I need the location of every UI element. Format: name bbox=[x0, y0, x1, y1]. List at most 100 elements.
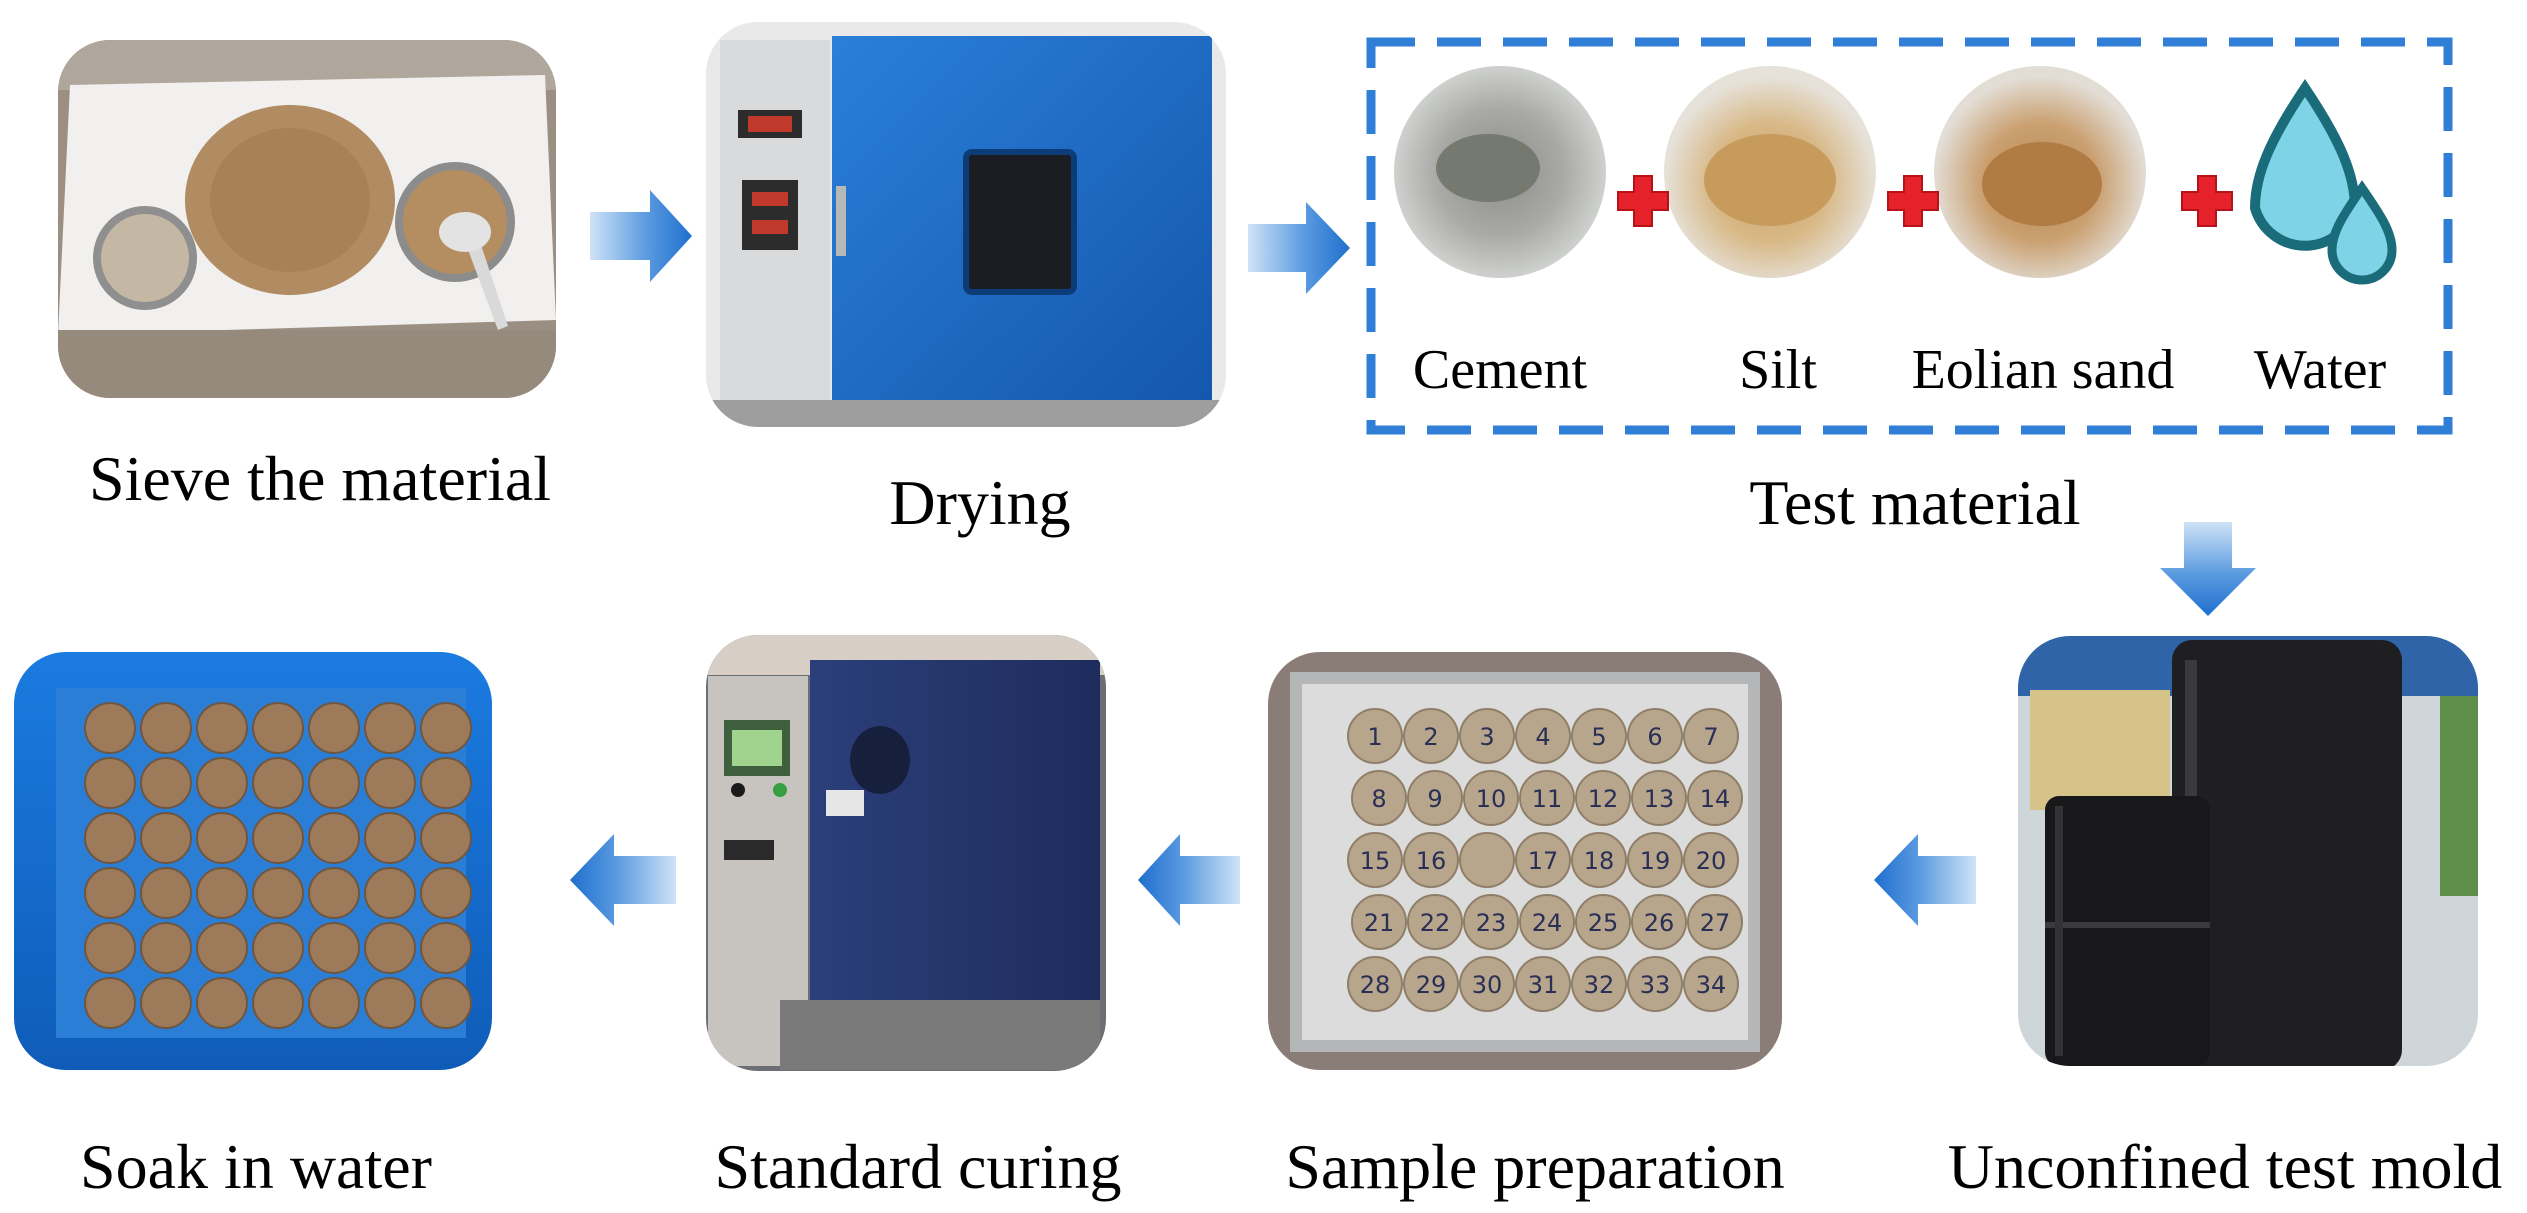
sample-number: 20 bbox=[1696, 847, 1727, 875]
soaked-sample-cylinder bbox=[308, 812, 360, 864]
soaked-sample-cylinder bbox=[364, 757, 416, 809]
sample-cylinder bbox=[1463, 894, 1519, 950]
material-label-water: Water bbox=[2254, 339, 2387, 401]
sample-number: 26 bbox=[1644, 909, 1675, 937]
sample-number: 22 bbox=[1420, 909, 1451, 937]
sample-cylinder bbox=[1631, 770, 1687, 826]
sample-cylinder bbox=[1571, 708, 1627, 764]
plus-icon bbox=[2181, 175, 2233, 227]
sample-cylinder bbox=[1463, 770, 1519, 826]
sample-cylinder bbox=[1351, 770, 1407, 826]
arrow-left-icon bbox=[1874, 834, 1976, 926]
soaked-sample-grid bbox=[84, 702, 472, 1029]
sample-cylinder bbox=[1683, 708, 1739, 764]
sample-cylinder bbox=[1683, 956, 1739, 1012]
drying-oven-photo bbox=[706, 22, 1226, 427]
soaked-sample-cylinder bbox=[196, 867, 248, 919]
soaked-sample-cylinder bbox=[140, 922, 192, 974]
sample-number: 30 bbox=[1472, 971, 1503, 999]
sample-number: 27 bbox=[1700, 909, 1731, 937]
sample-number: 1 bbox=[1367, 723, 1382, 751]
cement-photo bbox=[1394, 66, 1606, 278]
sample-number: 8 bbox=[1371, 785, 1386, 813]
soaked-sample-cylinder bbox=[196, 757, 248, 809]
soaked-sample-cylinder bbox=[308, 922, 360, 974]
soaked-sample-cylinder bbox=[308, 757, 360, 809]
sample-cylinder bbox=[1403, 956, 1459, 1012]
sample-number: 2 bbox=[1423, 723, 1438, 751]
sample-number: 31 bbox=[1528, 971, 1559, 999]
sample-number: 16 bbox=[1416, 847, 1447, 875]
soaked-sample-cylinder bbox=[140, 757, 192, 809]
soaked-sample-cylinder bbox=[196, 977, 248, 1029]
eolian-sand-photo bbox=[1934, 66, 2146, 278]
sample-cylinder bbox=[1687, 894, 1743, 950]
soaked-sample-cylinder bbox=[140, 702, 192, 754]
sample-number: 17 bbox=[1528, 847, 1559, 875]
sample-number: 33 bbox=[1640, 971, 1671, 999]
soaked-sample-cylinder bbox=[140, 977, 192, 1029]
sample-number: 6 bbox=[1647, 723, 1662, 751]
sample-cylinder bbox=[1403, 708, 1459, 764]
soaked-sample-cylinder bbox=[308, 977, 360, 1029]
soaked-sample-cylinder bbox=[308, 867, 360, 919]
sample-cylinder bbox=[1519, 770, 1575, 826]
sample-cylinder bbox=[1515, 956, 1571, 1012]
sample-number: 18 bbox=[1584, 847, 1615, 875]
sample-number: 15 bbox=[1360, 847, 1391, 875]
material-label-silt: Silt bbox=[1739, 339, 1817, 401]
sample-cylinder bbox=[1571, 956, 1627, 1012]
sample-cylinder bbox=[1687, 770, 1743, 826]
soaked-sample-cylinder bbox=[420, 757, 472, 809]
arrow-left-icon bbox=[570, 834, 676, 926]
soaked-sample-cylinder bbox=[252, 702, 304, 754]
soaked-sample-cylinder bbox=[252, 922, 304, 974]
sample-number: 5 bbox=[1591, 723, 1606, 751]
step-label-drying: Drying bbox=[889, 467, 1070, 538]
soaked-sample-cylinder bbox=[140, 867, 192, 919]
step-label-soak: Soak in water bbox=[80, 1131, 432, 1202]
soaked-sample-cylinder bbox=[252, 977, 304, 1029]
soaked-sample-cylinder bbox=[196, 922, 248, 974]
test-material-frame bbox=[1366, 37, 2453, 435]
sample-cylinder bbox=[1515, 708, 1571, 764]
sample-number: 9 bbox=[1427, 785, 1442, 813]
sample-cylinder bbox=[1627, 708, 1683, 764]
sample-cylinder bbox=[1519, 894, 1575, 950]
sample-cylinder bbox=[1407, 894, 1463, 950]
soaked-sample-cylinder bbox=[364, 977, 416, 1029]
material-label-cement: Cement bbox=[1413, 339, 1588, 401]
soaked-sample-cylinder bbox=[84, 977, 136, 1029]
soaked-sample-cylinder bbox=[84, 757, 136, 809]
sample-cylinder bbox=[1575, 894, 1631, 950]
sample-cylinder bbox=[1683, 832, 1739, 888]
arrow-right-icon bbox=[1248, 202, 1350, 294]
sample-cylinder bbox=[1575, 770, 1631, 826]
sample-cylinder bbox=[1627, 832, 1683, 888]
soaked-sample-cylinder bbox=[84, 922, 136, 974]
sample-number: 11 bbox=[1532, 785, 1563, 813]
step-label-mold: Unconfined test mold bbox=[1948, 1131, 2503, 1202]
sample-cylinder bbox=[1407, 770, 1463, 826]
sample-cylinder bbox=[1351, 894, 1407, 950]
soaked-sample-cylinder bbox=[364, 922, 416, 974]
sample-number: 28 bbox=[1360, 971, 1391, 999]
arrow-left-icon bbox=[1138, 834, 1240, 926]
sample-cylinder bbox=[1347, 708, 1403, 764]
soaked-sample-cylinder bbox=[252, 867, 304, 919]
step-label-sieve: Sieve the material bbox=[89, 443, 551, 514]
sample-number: 10 bbox=[1476, 785, 1507, 813]
step-label-test-material: Test material bbox=[1749, 467, 2080, 538]
soaked-sample-cylinder bbox=[84, 812, 136, 864]
soaked-sample-cylinder bbox=[364, 702, 416, 754]
soaked-sample-cylinder bbox=[196, 702, 248, 754]
water-drops-icon bbox=[2249, 79, 2397, 285]
sample-number: 4 bbox=[1535, 723, 1550, 751]
sample-number: 13 bbox=[1644, 785, 1675, 813]
sieve-photo bbox=[58, 40, 556, 398]
sample-cylinder bbox=[1347, 832, 1403, 888]
sample-number: 7 bbox=[1703, 723, 1718, 751]
sample-cylinder bbox=[1459, 956, 1515, 1012]
soaked-sample-cylinder bbox=[252, 757, 304, 809]
